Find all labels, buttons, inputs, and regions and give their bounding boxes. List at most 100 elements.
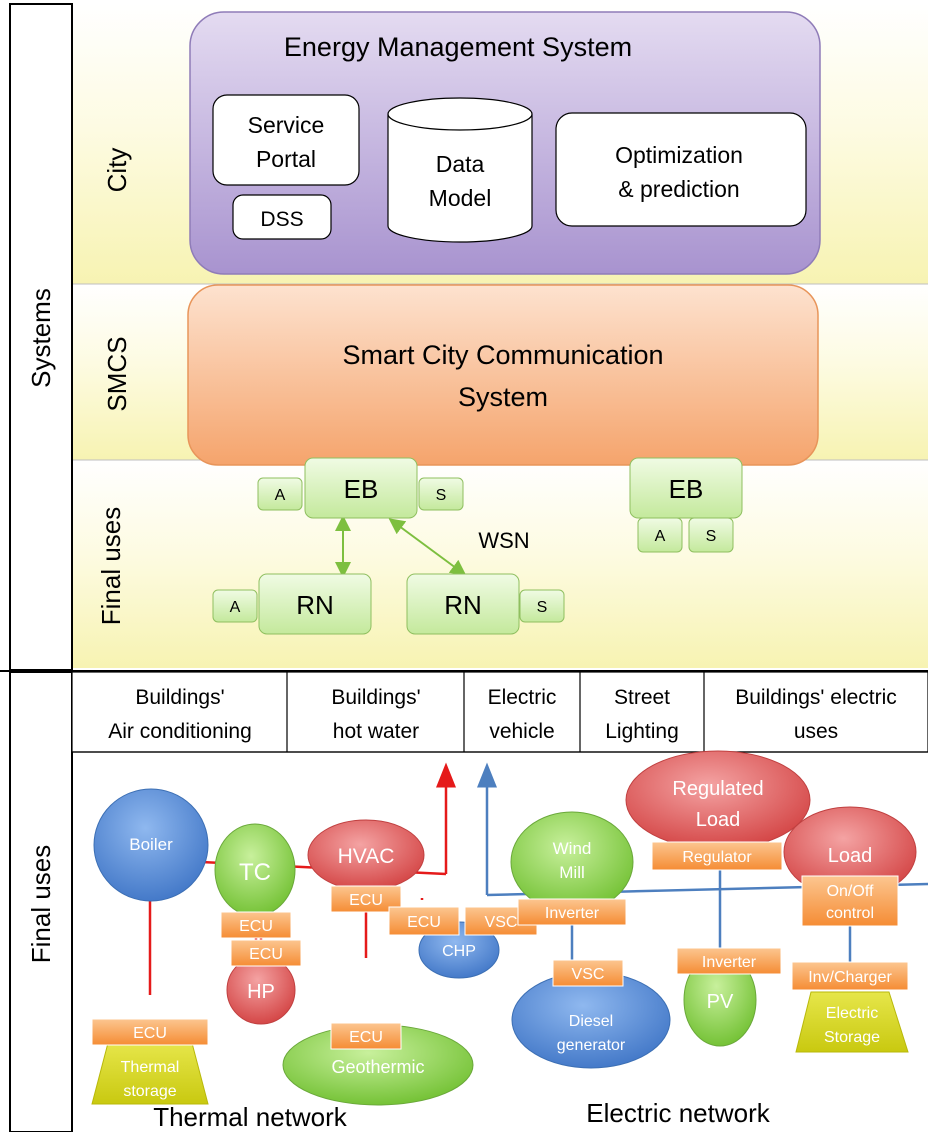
- actuator-box: [212, 589, 258, 623]
- sensor-label: S: [706, 528, 717, 545]
- regulated-load-node: [625, 750, 811, 850]
- final-uses-bottom-label: Final uses: [26, 845, 56, 964]
- service-portal-line1: Service: [248, 112, 325, 138]
- load-label: Load: [828, 845, 873, 867]
- wsn-cluster-rn1: A RN: [212, 573, 372, 635]
- use-cell-3-line1: Electric: [488, 686, 557, 709]
- service-portal-line2: Portal: [256, 146, 316, 172]
- boiler-node: [93, 788, 209, 902]
- ecu-tag-hvac: [330, 885, 402, 913]
- hp-label: HP: [247, 981, 275, 1003]
- diesel-generator-line1: Diesel: [569, 1013, 613, 1030]
- use-cell-5-line1: Buildings' electric: [735, 686, 897, 709]
- ecu-tag-geothermic-label: ECU: [349, 1029, 383, 1046]
- electric-storage-line1: Electric: [826, 1005, 878, 1022]
- data-model-line1: Data: [436, 151, 485, 177]
- smcs-label: SMCS: [102, 336, 132, 411]
- sensor-label: S: [436, 487, 447, 504]
- wsn-label: WSN: [478, 528, 529, 553]
- use-cell-2-line1: Buildings': [331, 686, 420, 709]
- hvac-label: HVAC: [338, 845, 395, 868]
- regulator-tag-label: Regulator: [682, 849, 752, 866]
- sensor-label: S: [537, 599, 548, 616]
- wind-mill-line1: Wind: [553, 839, 592, 858]
- ems-title: Energy Management System: [284, 32, 632, 62]
- rn-label: RN: [444, 590, 482, 620]
- eb-label: EB: [344, 474, 379, 504]
- tc-label: TC: [239, 859, 271, 886]
- rn-label: RN: [296, 590, 334, 620]
- regulator-tag: [651, 841, 783, 871]
- use-cell-4-line2: Lighting: [605, 720, 679, 743]
- actuator-label: A: [230, 599, 241, 616]
- use-cell-1-line1: Buildings': [135, 686, 224, 709]
- rn-box: [258, 573, 372, 635]
- wind-mill-node: [510, 811, 634, 913]
- sensor-box: [418, 477, 464, 511]
- eb-box: [304, 457, 418, 519]
- use-cell-3-line2: vehicle: [489, 720, 554, 743]
- optimization-box: [555, 112, 807, 227]
- regulated-load-line2: Load: [696, 809, 741, 831]
- thermal-storage-line2: storage: [123, 1083, 176, 1100]
- geothermic-label: Geothermic: [331, 1057, 424, 1077]
- actuator-box: [637, 517, 683, 553]
- dss-box: [232, 194, 332, 240]
- final-uses-band: [72, 460, 928, 668]
- ecu-tag-hp-label: ECU: [249, 946, 283, 963]
- thermal-storage-line1: Thermal: [121, 1059, 180, 1076]
- smcs-line1: Smart City Communication: [342, 340, 663, 370]
- inverter-tag-pv: [676, 947, 782, 975]
- sensor-box: [519, 589, 565, 623]
- inverter-tag-wind-label: Inverter: [545, 905, 600, 922]
- vsc-tag-chp-label: VSC: [485, 914, 518, 931]
- eb-box: [629, 457, 743, 519]
- final-uses-top-label: Final uses: [96, 507, 126, 626]
- wsn-cluster-left: A EB S: [257, 457, 464, 519]
- ecu-tag-tc: [220, 911, 292, 939]
- use-cell-1-line2: Air conditioning: [108, 720, 252, 743]
- use-cell-4-line1: Street: [614, 686, 670, 709]
- data-model-line2: Model: [429, 185, 492, 211]
- use-cell-5-line2: uses: [794, 720, 838, 743]
- pv-label: PV: [707, 991, 734, 1013]
- ecu-tag-chp: [388, 906, 460, 936]
- onoff-control-line2: control: [826, 905, 874, 922]
- eb-label: EB: [669, 474, 704, 504]
- ecu-tag-tc-label: ECU: [239, 918, 273, 935]
- ecu-tag-storage: [91, 1018, 209, 1046]
- ecu-tag-storage-label: ECU: [133, 1025, 167, 1042]
- service-portal-box: [212, 94, 360, 186]
- data-model-cylinder: [387, 97, 533, 243]
- ecu-tag-hvac-label: ECU: [349, 892, 383, 909]
- ecu-tag-chp-label: ECU: [407, 914, 441, 931]
- electric-storage-node: [795, 991, 909, 1053]
- wsn-cluster-right: EB A S: [629, 457, 743, 553]
- inv-charger-tag: [791, 961, 909, 991]
- smcs-box: [187, 284, 819, 466]
- ecu-tag-hp: [230, 939, 302, 967]
- onoff-control-tag: [801, 875, 899, 927]
- thermal-network-label: Thermal network: [153, 1102, 348, 1132]
- use-cell-2-line2: hot water: [333, 720, 419, 743]
- ecu-tag-geothermic: [330, 1022, 402, 1050]
- actuator-label: A: [655, 528, 666, 545]
- systems-label: Systems: [26, 288, 56, 388]
- city-label: City: [102, 148, 132, 193]
- vsc-tag-diesel: [552, 959, 624, 987]
- inverter-tag-wind: [517, 898, 627, 926]
- inv-charger-tag-label: Inv/Charger: [808, 969, 892, 986]
- boiler-label: Boiler: [129, 835, 173, 854]
- onoff-control-line1: On/Off: [827, 883, 874, 900]
- vsc-tag-diesel-label: VSC: [572, 966, 605, 983]
- wsn-link-eb-rn2: [388, 518, 467, 576]
- sensor-box: [257, 477, 303, 511]
- electric-storage-line2: Storage: [824, 1029, 880, 1046]
- diesel-generator-line2: generator: [557, 1037, 626, 1054]
- rn-box: [406, 573, 520, 635]
- chp-label: CHP: [442, 943, 476, 960]
- actuator-label: A: [275, 487, 286, 504]
- uses-table: [71, 671, 928, 753]
- optimization-line1: Optimization: [615, 142, 743, 168]
